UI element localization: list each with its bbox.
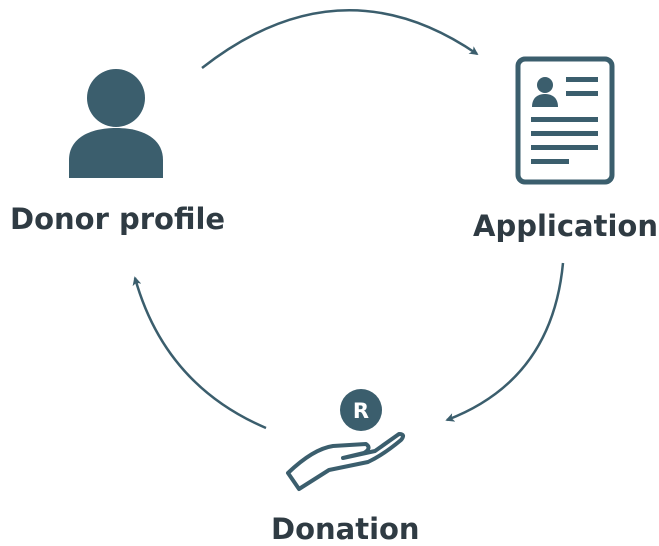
arrow-application-to-donation xyxy=(445,262,565,422)
document-icon xyxy=(515,56,615,185)
person-icon xyxy=(69,69,163,178)
hand-icon xyxy=(286,432,406,491)
node-label-donor-profile: Donor profile xyxy=(10,202,226,236)
arrow-donor-to-application xyxy=(201,9,479,69)
node-label-donation: Donation xyxy=(271,512,420,546)
node-label-application: Application xyxy=(473,209,658,243)
arrow-donation-to-donor xyxy=(132,276,267,430)
coin-badge-text: R xyxy=(353,399,369,423)
coin-icon: R xyxy=(340,389,382,431)
